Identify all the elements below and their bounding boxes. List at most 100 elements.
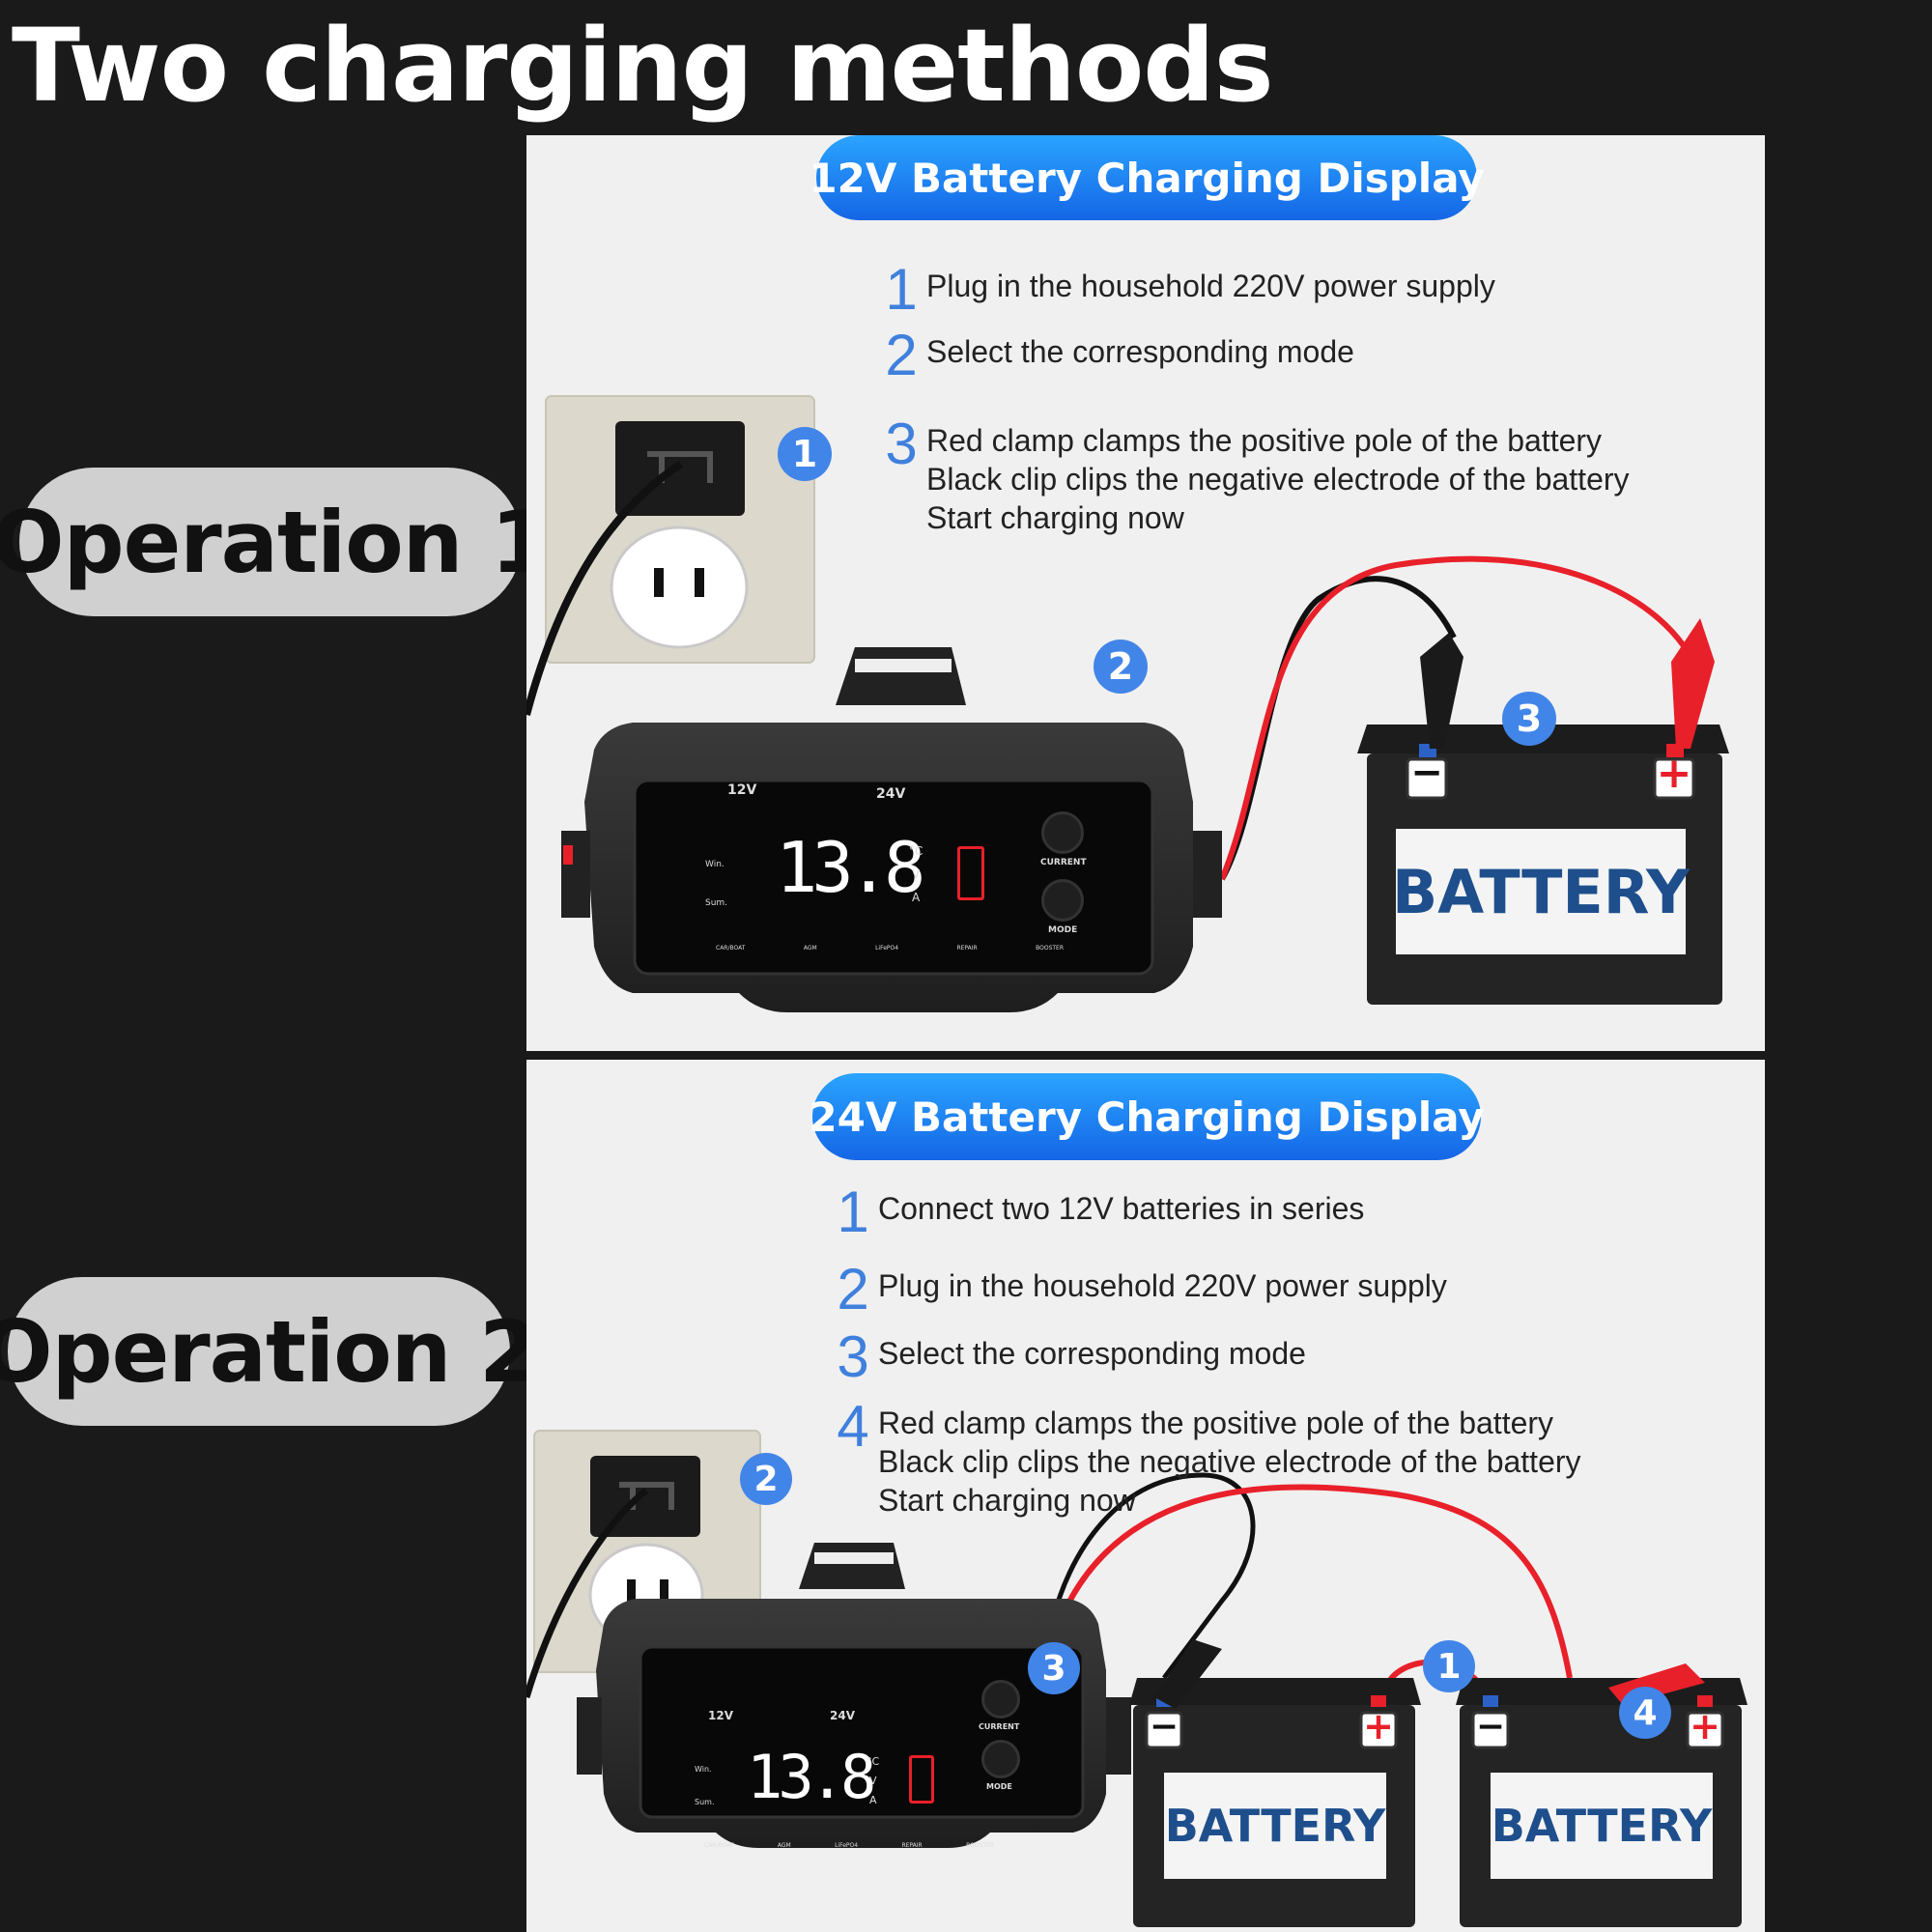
mode-agm: AGM: [803, 945, 817, 952]
mode-booster: BOOSTER: [966, 1842, 994, 1849]
step-number: 3: [837, 1324, 869, 1389]
marker-3: 3: [1041, 1648, 1066, 1689]
marker-2-circle: [1094, 639, 1148, 694]
marker-2: 2: [753, 1459, 779, 1499]
charger-battery-level-icon: [957, 846, 984, 900]
charger-win-label: Win.: [695, 1765, 712, 1774]
charger-win-label: Win.: [705, 860, 724, 869]
marker-3: 3: [1516, 697, 1543, 740]
marker-3-circle: [1502, 692, 1556, 746]
charger-unit-a: A: [912, 891, 921, 904]
operation-2-step-2: 2 Plug in the household 220V power suppl…: [828, 1261, 1447, 1319]
step-number: 1: [837, 1179, 869, 1244]
operation-1-illustration: [526, 395, 1729, 1012]
black-clamp-icon: [1154, 1639, 1222, 1709]
step-number: 4: [837, 1394, 869, 1459]
charger-unit-v: V: [869, 1775, 877, 1787]
battery-b-label: BATTERY: [1491, 1800, 1713, 1852]
red-clamp-icon: [1671, 618, 1715, 749]
battery-a-label: BATTERY: [1164, 1800, 1386, 1852]
mode-lifepo4: LiFePO4: [835, 1842, 859, 1849]
operation-1-step-2: 2 Select the corresponding mode: [876, 327, 1354, 384]
current-button[interactable]: [981, 1680, 1020, 1719]
operation-1-banner: 12V Battery Charging Display: [809, 135, 1485, 220]
marker-2-circle: [740, 1453, 792, 1505]
mode-agm: AGM: [777, 1842, 791, 1849]
mode-repair: REPAIR: [901, 1842, 923, 1849]
step-text: Plug in the household 220V power supply: [878, 1268, 1447, 1303]
step-text: Black clip clips the negative electrode …: [878, 1444, 1581, 1479]
operation-2-step-1: 1 Connect two 12V batteries in series: [828, 1183, 1364, 1241]
battery-a-negative-sign: −: [1149, 1706, 1179, 1747]
battery-charger-icon: [577, 1543, 1131, 1848]
charger-battery-level-icon: [909, 1755, 934, 1804]
operation-1-step-3: 3 Red clamp clamps the positive pole of …: [876, 412, 1630, 537]
battery-icon: [1357, 724, 1729, 1005]
operation-1-panel: 1 2 3 12V 24V Win. Sum. 13.8 °C V A CURR…: [526, 135, 1765, 1051]
step-number: 2: [837, 1257, 869, 1321]
charger-display-value: 13.8: [747, 1742, 876, 1812]
operation-2-label: Operation 2: [0, 1277, 538, 1426]
operation-1-step-1: 1 Plug in the household 220V power suppl…: [876, 261, 1495, 319]
current-button-label: CURRENT: [979, 1722, 1020, 1731]
battery-charger-icon: [561, 647, 1222, 1012]
mode-button-label: MODE: [1048, 925, 1078, 935]
mode-booster: BOOSTER: [1036, 945, 1064, 952]
mode-button-label: MODE: [986, 1782, 1012, 1791]
negative-terminal-sign: −: [1410, 751, 1443, 795]
charger-12v-label: 12V: [727, 782, 757, 798]
step-text: Select the corresponding mode: [926, 334, 1354, 369]
battery-label: BATTERY: [1391, 856, 1690, 927]
marker-2: 2: [1107, 645, 1134, 688]
marker-1: 1: [791, 433, 818, 475]
mode-car-boat: CAR/BOAT: [716, 945, 746, 952]
charger-sum-label: Sum.: [695, 1798, 715, 1806]
mode-button[interactable]: [981, 1740, 1020, 1778]
step-text: Start charging now: [926, 500, 1184, 535]
operation-2-step-3: 3 Select the corresponding mode: [828, 1328, 1306, 1386]
charger-unit-v: V: [912, 867, 921, 881]
step-text: Plug in the household 220V power supply: [926, 269, 1495, 303]
page-title: Two charging methods: [12, 7, 1274, 125]
operation-2-illustration: [526, 1430, 1747, 1927]
charger-unit-a: A: [869, 1794, 877, 1806]
charger-24v-label: 24V: [876, 786, 906, 802]
marker-4-circle: [1619, 1687, 1671, 1739]
marker-1-circle: [778, 427, 832, 481]
wall-socket-icon: [526, 395, 815, 717]
battery-a-icon: [1129, 1678, 1421, 1927]
step-number: 3: [885, 412, 918, 476]
marker-4: 4: [1633, 1692, 1658, 1733]
positive-terminal-sign: +: [1656, 748, 1692, 798]
charger-unit-c: °C: [909, 844, 923, 858]
mode-button[interactable]: [1041, 879, 1084, 922]
step-text: Red clamp clamps the positive pole of th…: [878, 1406, 1554, 1440]
step-number: 2: [885, 323, 918, 387]
black-clamp-icon: [1420, 633, 1463, 749]
operation-2-panel: 2 3 1 4 12V 24V Win. Sum. 13.8 °C V A CU…: [526, 1060, 1765, 1932]
step-number: 1: [885, 257, 918, 322]
marker-1: 1: [1436, 1646, 1462, 1687]
battery-b-negative-sign: −: [1475, 1706, 1506, 1747]
step-text: Red clamp clamps the positive pole of th…: [926, 423, 1603, 458]
battery-b-positive-sign: +: [1690, 1705, 1720, 1747]
charger-display-value: 13.8: [776, 827, 925, 908]
charger-12v-label: 12V: [708, 1709, 733, 1722]
battery-a-positive-sign: +: [1363, 1705, 1394, 1747]
mode-car-boat: CAR/BOAT: [704, 1842, 734, 1849]
battery-b-icon: [1456, 1678, 1747, 1927]
charger-unit-c: °C: [867, 1755, 880, 1768]
current-button[interactable]: [1041, 811, 1084, 854]
charger-mode-labels: CAR/BOAT AGM LiFePO4 REPAIR BOOSTER: [704, 1842, 994, 1849]
step-text: Black clip clips the negative electrode …: [926, 462, 1630, 497]
charger-24v-label: 24V: [830, 1709, 855, 1722]
step-text: Start charging now: [878, 1483, 1136, 1518]
step-text: Select the corresponding mode: [878, 1336, 1306, 1371]
operation-1-label: Operation 1: [0, 468, 550, 616]
current-button-label: CURRENT: [1040, 858, 1087, 867]
marker-3-circle: [1028, 1642, 1080, 1694]
mode-repair: REPAIR: [956, 945, 978, 952]
charger-sum-label: Sum.: [705, 898, 728, 908]
operation-2-banner: 24V Battery Charging Display: [809, 1073, 1485, 1160]
step-text: Connect two 12V batteries in series: [878, 1191, 1365, 1226]
